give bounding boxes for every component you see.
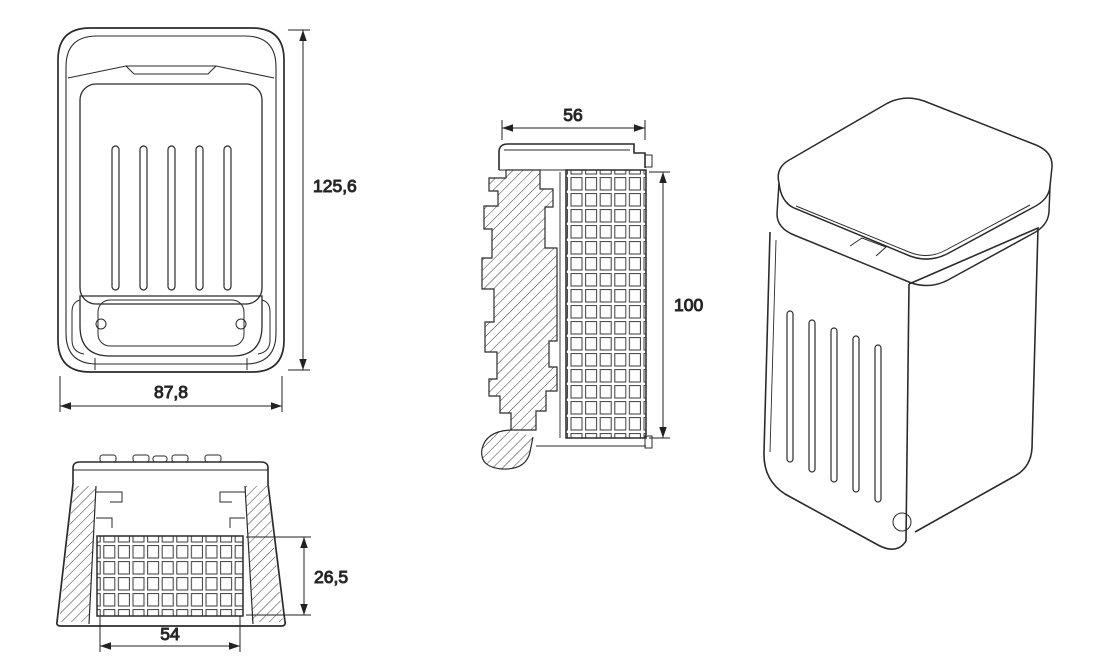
clip-hole (95, 318, 107, 330)
section-height-label: 100 (674, 295, 703, 315)
bottom-cover-right-tab (257, 299, 271, 355)
vent-slot (111, 145, 120, 291)
section-top-cap (498, 143, 646, 170)
iso-lid-seam (795, 204, 1031, 256)
left-wall-hatch (59, 486, 96, 622)
vent-slot (830, 327, 838, 483)
vent-slot (786, 310, 794, 463)
latch (219, 491, 245, 503)
vent-slot (852, 335, 860, 493)
section-width-dimension: 56 (501, 105, 646, 140)
latch-details (96, 491, 245, 528)
isometric-view (763, 97, 1053, 550)
section-wall-hatched (481, 169, 558, 431)
iso-body-front-face (763, 231, 910, 550)
section-foot (481, 429, 534, 470)
top-knobs (99, 454, 222, 463)
section-height-dimension: 100 (649, 171, 704, 439)
vent-slot (874, 344, 882, 503)
inner-wall-right (244, 485, 254, 625)
top-band-outline (72, 461, 269, 484)
right-wall-hatch (245, 486, 283, 622)
bottom-vent-grid (96, 535, 244, 617)
bottom-cover-recess (97, 299, 245, 347)
clip-hole (235, 318, 247, 330)
bottom-view: 26,5 54 (55, 454, 349, 652)
latch (229, 517, 245, 528)
front-height-label: 125,6 (313, 176, 357, 196)
inner-wall-left (88, 485, 97, 625)
lid-notch-line (125, 65, 217, 75)
latch (96, 491, 123, 503)
iso-lid-front-edge (776, 182, 1051, 287)
base-outer-outline (55, 483, 287, 627)
bottom-cover-left-tab (71, 299, 85, 355)
bottom-width-dimension: 54 (99, 620, 241, 652)
front-vent-slots (111, 145, 232, 291)
bottom-height-dimension: 26,5 (246, 536, 349, 616)
knob (132, 454, 150, 463)
section-vent-grid (565, 169, 647, 439)
section-width-label: 56 (563, 105, 582, 125)
front-height-dimension: 125,6 (288, 29, 357, 371)
knob (204, 454, 222, 463)
iso-lid-top (777, 97, 1053, 260)
iso-lid-notch (849, 237, 887, 257)
latch (96, 517, 113, 528)
front-bottom-cover (71, 295, 271, 370)
vent-slot (167, 145, 176, 291)
front-panel-outline (79, 83, 263, 305)
iso-body-side-face (908, 226, 1039, 533)
bottom-width-label: 54 (160, 624, 180, 644)
front-inner-outline (65, 35, 277, 365)
iso-left-edge-inner (769, 239, 777, 453)
grid-top-tab (644, 154, 653, 168)
section-view: 56 100 (481, 105, 704, 470)
knob (171, 454, 189, 463)
front-view: 125,6 87,8 (57, 27, 357, 412)
lid-seam-line (67, 65, 275, 79)
front-width-dimension: 87,8 (59, 376, 283, 412)
bottom-height-label: 26,5 (314, 567, 348, 587)
vent-slot (195, 145, 204, 291)
vent-slot (223, 145, 232, 291)
knob (152, 455, 168, 463)
front-width-label: 87,8 (154, 382, 188, 402)
vent-slot (808, 319, 816, 473)
knob (99, 454, 117, 463)
front-outer-outline (57, 27, 285, 373)
iso-bottom-latch (892, 512, 912, 532)
bottom-cover-outline (79, 295, 263, 357)
iso-vent-slots (786, 310, 882, 503)
grid-bottom-tab (644, 435, 653, 449)
vent-slot (139, 145, 148, 291)
